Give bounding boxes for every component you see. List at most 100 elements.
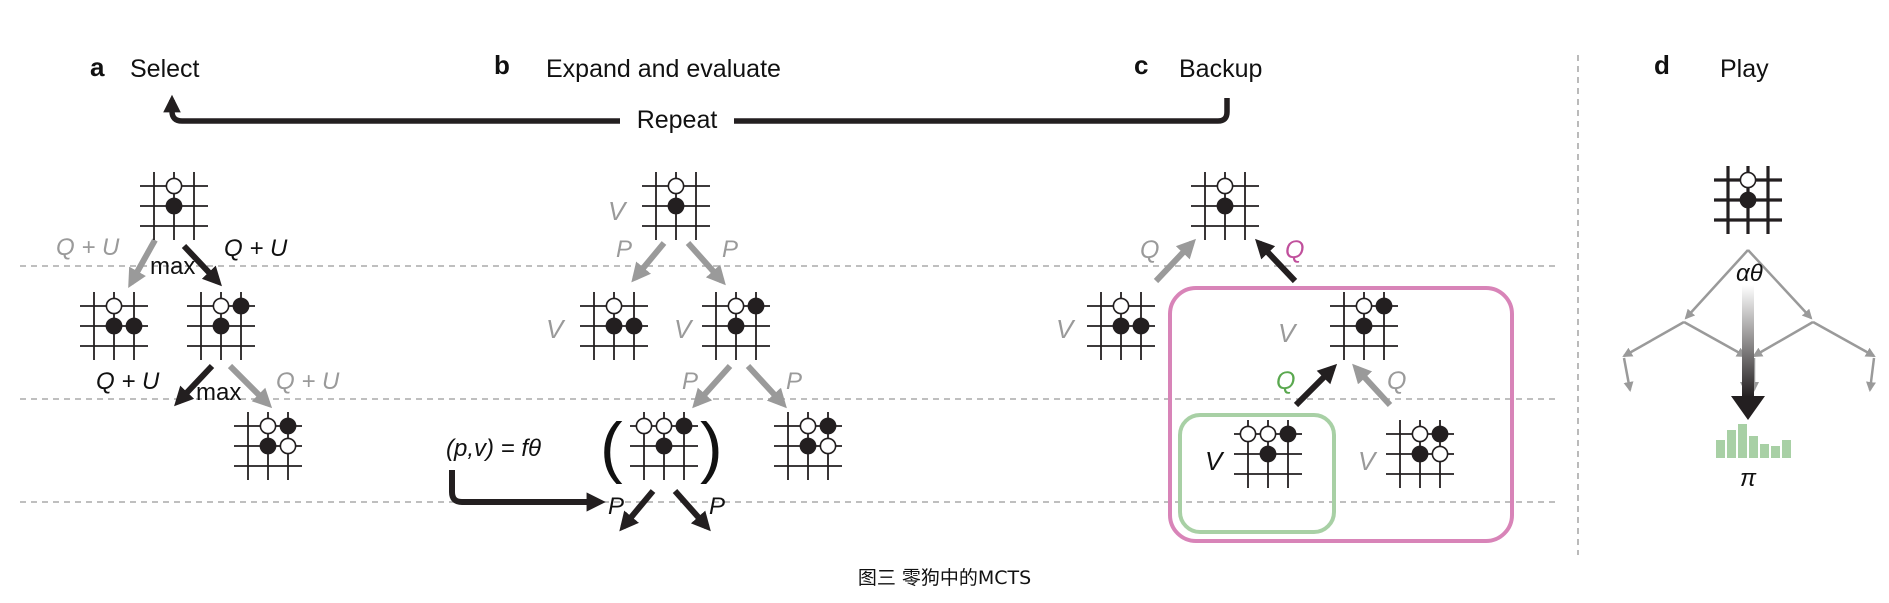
white-stone-icon	[1431, 445, 1449, 463]
left-paren: (	[600, 409, 623, 485]
panel-c-title: Backup	[1179, 55, 1262, 83]
expand-edge-new	[672, 489, 711, 532]
figure-caption: 图三 零狗中的MCTS	[857, 567, 1032, 589]
network-eval-label: (p,v) = fθ	[446, 435, 541, 462]
go-board-icon	[1191, 172, 1259, 240]
black-stone-icon	[625, 317, 643, 335]
black-stone-icon	[655, 437, 673, 455]
expand-v-label: V	[546, 314, 566, 344]
go-board-icon	[702, 292, 770, 360]
expand-p-label: P	[616, 236, 632, 263]
expand-v-label: V	[608, 196, 628, 226]
backup-q-label: Q	[1387, 367, 1406, 395]
white-stone-icon	[819, 437, 837, 455]
black-stone-icon	[279, 417, 297, 435]
backup-v-label: V	[1278, 318, 1298, 348]
black-stone-icon	[747, 297, 765, 315]
backup-edge	[1153, 238, 1196, 284]
backup-tree	[1153, 238, 1393, 408]
go-board-icon	[1234, 420, 1302, 488]
backup-v-label: V	[1056, 314, 1076, 344]
black-stone-icon	[125, 317, 143, 335]
expand-p-label: P	[722, 236, 738, 263]
go-board-icon	[187, 292, 255, 360]
panel-d-letter: d	[1654, 50, 1670, 80]
black-stone-icon	[667, 197, 685, 215]
black-stone-icon	[799, 437, 817, 455]
expand-edge	[685, 240, 726, 286]
expand-edge	[631, 241, 667, 283]
backup-v-label: V	[1205, 446, 1225, 476]
select-max-label: max	[196, 379, 241, 406]
white-stone-icon	[1411, 425, 1429, 443]
panel-b-letter: b	[494, 50, 510, 80]
go-board-icon	[1386, 420, 1454, 488]
level-divider-lines	[20, 55, 1579, 555]
expand-tree	[449, 240, 787, 532]
backup-edge-update	[1255, 238, 1298, 284]
repeat-label: Repeat	[637, 106, 718, 134]
black-stone-icon	[212, 317, 230, 335]
select-q-plus-u-label: Q + U	[224, 235, 288, 262]
black-stone-icon	[1411, 445, 1429, 463]
white-stone-icon	[799, 417, 817, 435]
play-decision-arrow-shaft	[1742, 285, 1754, 397]
black-stone-icon	[1739, 191, 1757, 209]
backup-highlight-green	[1178, 413, 1336, 534]
black-stone-icon	[232, 297, 250, 315]
go-board-icon	[630, 412, 698, 480]
backup-q-label: Q	[1140, 236, 1159, 264]
backup-q-label: Q	[1276, 367, 1295, 395]
go-board-icon	[80, 292, 148, 360]
go-board-icon	[1087, 292, 1155, 360]
go-board-icon	[774, 412, 842, 480]
white-stone-icon	[105, 297, 123, 315]
policy-bars	[1716, 424, 1791, 458]
white-stone-icon	[212, 297, 230, 315]
expand-edge-new	[619, 489, 656, 532]
white-stone-icon	[1355, 297, 1373, 315]
black-stone-icon	[819, 417, 837, 435]
panel-a-title: Select	[130, 55, 200, 83]
black-stone-icon	[727, 317, 745, 335]
expand-p-label: P	[786, 368, 802, 395]
panel-d-title: Play	[1720, 55, 1769, 83]
select-edge-gray	[227, 363, 273, 409]
white-stone-icon	[1216, 177, 1234, 195]
go-board-icon	[140, 172, 208, 240]
select-q-plus-u-label: Q + U	[56, 234, 120, 261]
black-stone-icon	[1259, 445, 1277, 463]
alpha-label: αθ	[1736, 260, 1763, 287]
backup-q-label: Q	[1285, 236, 1304, 264]
black-stone-icon	[1355, 317, 1373, 335]
select-tree	[128, 238, 273, 409]
black-stone-icon	[675, 417, 693, 435]
black-stone-icon	[1216, 197, 1234, 215]
white-stone-icon	[727, 297, 745, 315]
white-stone-icon	[259, 417, 277, 435]
play-decision-arrow-head	[1731, 396, 1765, 420]
select-q-plus-u-label: Q + U	[276, 368, 340, 395]
white-stone-icon	[635, 417, 653, 435]
expand-p-label: P	[682, 368, 698, 395]
black-stone-icon	[1132, 317, 1150, 335]
go-board-icon	[642, 172, 710, 240]
black-stone-icon	[605, 317, 623, 335]
go-board-icon	[1714, 166, 1782, 234]
expand-p-label: P	[608, 493, 624, 520]
expand-edge	[692, 363, 733, 409]
right-paren: )	[700, 409, 723, 485]
repeat-arrow	[172, 98, 1230, 124]
white-stone-icon	[279, 437, 297, 455]
white-stone-icon	[605, 297, 623, 315]
backup-edge-update	[1293, 363, 1338, 408]
backup-edge	[1352, 363, 1393, 408]
black-stone-icon	[1279, 425, 1297, 443]
panel-b-title: Expand and evaluate	[546, 55, 781, 83]
black-stone-icon	[1431, 425, 1449, 443]
pi-label: π	[1740, 465, 1757, 492]
black-stone-icon	[1375, 297, 1393, 315]
select-max-label: max	[150, 253, 195, 280]
black-stone-icon	[165, 197, 183, 215]
white-stone-icon	[1112, 297, 1130, 315]
